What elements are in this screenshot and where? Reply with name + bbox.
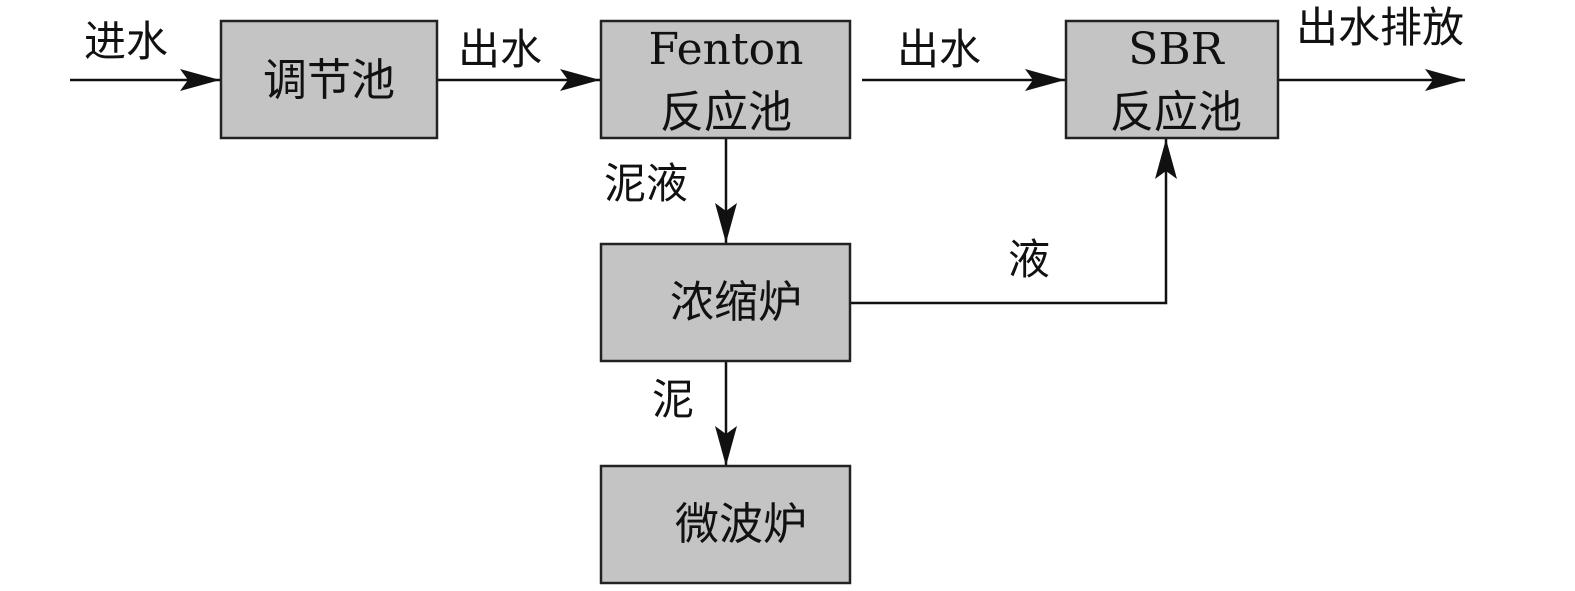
sbr-reactor-label-line1: SBR: [1128, 24, 1225, 75]
sbr-reactor-label-line2: 反应池: [1110, 87, 1242, 138]
arrow-thickening-to-sbr: [850, 139, 1177, 305]
fenton-reactor-box: Fenton 反应池: [599, 19, 852, 140]
regulating-tank-box: 调节池: [219, 19, 439, 140]
regulating-tank-label: 调节池: [263, 55, 395, 106]
label-sludge: 泥: [652, 375, 694, 424]
fenton-reactor-label-line2: 反应池: [660, 87, 792, 138]
flow-lines: [70, 69, 1465, 466]
microwave-furnace-label: 微波炉: [675, 499, 807, 550]
microwave-furnace-box: 微波炉: [599, 464, 852, 585]
label-outlet-1: 出水: [458, 25, 542, 74]
thickening-furnace-box: 浓缩炉: [599, 242, 852, 363]
label-discharge: 出水排放: [1296, 3, 1464, 52]
label-outlet-2: 出水: [897, 25, 981, 74]
sbr-reactor-box: SBR 反应池: [1064, 19, 1280, 140]
label-sludge-liquid: 泥液: [604, 159, 688, 208]
fenton-reactor-label-line1: Fenton: [648, 24, 803, 75]
label-liquid: 液: [1008, 235, 1050, 284]
thickening-furnace-label: 浓缩炉: [670, 277, 802, 328]
label-inlet: 进水: [84, 17, 168, 66]
